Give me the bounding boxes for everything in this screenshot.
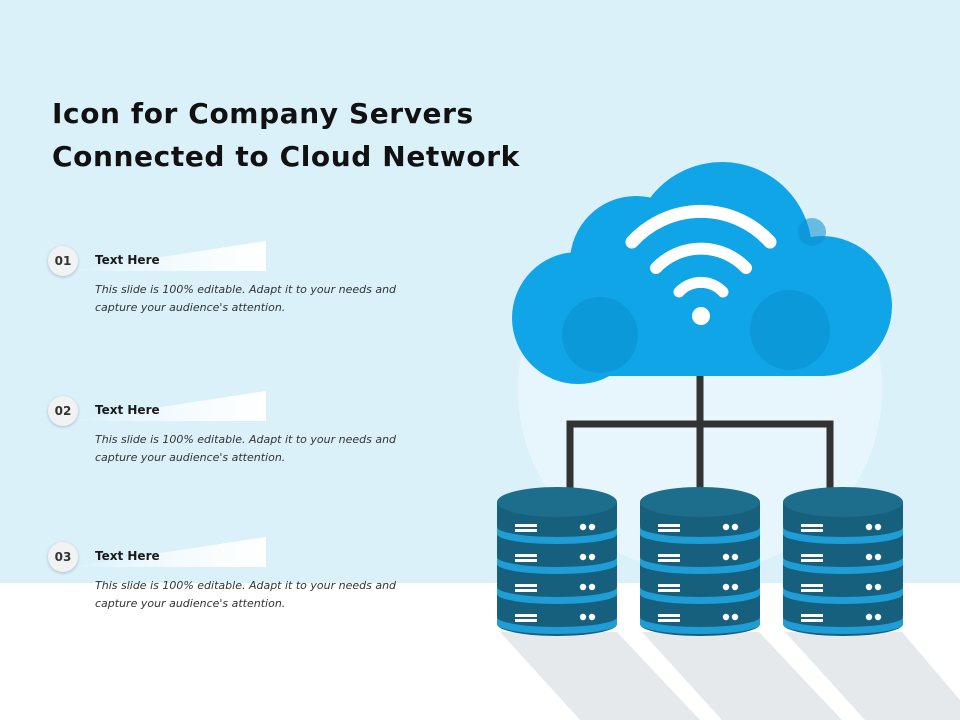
item-number-badge: 01 (48, 246, 78, 276)
item-description: This slide is 100% editable. Adapt it to… (95, 283, 397, 314)
cloud-icon (512, 162, 892, 384)
item-description: This slide is 100% editable. Adapt it to… (95, 579, 397, 610)
list-item: 01 Text Here This slide is 100% editable… (48, 241, 448, 321)
item-heading: Text Here (95, 549, 160, 563)
server-stack-icon (640, 487, 760, 636)
item-description: This slide is 100% editable. Adapt it to… (95, 433, 397, 464)
server-stacks (497, 487, 903, 636)
item-heading: Text Here (95, 403, 160, 417)
item-heading: Text Here (95, 253, 160, 267)
item-number-badge: 02 (48, 396, 78, 426)
item-number-badge: 03 (48, 542, 78, 572)
network-connector (566, 372, 834, 492)
server-stack-icon (783, 487, 903, 636)
server-stack-icon (497, 487, 617, 636)
slide-title: Icon for Company Servers Connected to Cl… (52, 97, 520, 173)
list-item: 03 Text Here This slide is 100% editable… (48, 537, 448, 617)
list-item: 02 Text Here This slide is 100% editable… (48, 391, 448, 471)
wifi-icon (625, 204, 777, 325)
server-shadows (500, 632, 960, 720)
